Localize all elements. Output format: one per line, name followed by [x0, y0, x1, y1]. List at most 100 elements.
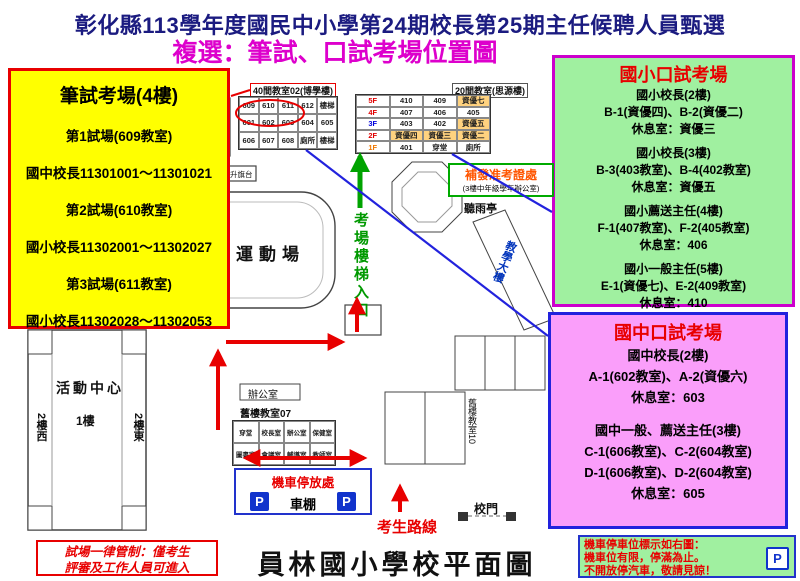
map-title: 員林國小學校平面圖 [257, 550, 537, 580]
elementary-oral-line: 休息室：資優三 [631, 122, 716, 136]
elementary-oral-line: B-3(403教室)、B-4(402教室) [596, 163, 751, 177]
grid-cell: 602 [258, 114, 279, 132]
junior-oral-line: 休息室：603 [631, 390, 705, 405]
grid-cell: 廁所 [297, 131, 318, 149]
grid-cell: 610 [258, 97, 279, 115]
junior-oral-line: 休息室：605 [631, 486, 705, 501]
junior-oral-line: 國中校長(2樓) [627, 348, 709, 363]
grid-cell: 輔導室 [284, 443, 310, 465]
activity-center-2f-west-label: 2樓西 [35, 413, 47, 442]
parking-rules-line: 機車停車位標示如右圖： [584, 539, 705, 551]
grid-cell: 5F [356, 95, 390, 107]
junior-oral-line: A-1(602教室)、A-2(資優六) [588, 369, 748, 384]
activity-center-label: 活動中心 [56, 380, 124, 396]
pavilion-label: 聽雨亭 [464, 203, 497, 215]
grid-cell: 穿堂 [423, 141, 457, 153]
page-title: 彰化縣113學年度國民中小學第24期校長第25期主任候聘人員甄選 [74, 13, 726, 38]
grid-cell: 410 [389, 95, 423, 107]
grid-cell: 資優四 [389, 129, 423, 142]
parking-icon: P [766, 547, 789, 570]
access-control-line: 試場一律管制：僅考生 [64, 545, 190, 559]
elementary-oral-line: 國小一般主任(5樓) [624, 262, 723, 276]
elementary-oral-line: 休息室：資優五 [631, 180, 716, 194]
grid-cell: 資優七 [456, 95, 490, 107]
grid-cell: 611 [278, 97, 298, 115]
reissue-title: 補發准考證處 [464, 168, 537, 182]
elementary-oral-line: F-1(407教室)、F-2(405教室) [597, 221, 750, 235]
grid-cell: 3F [356, 118, 390, 130]
junior-oral-line: C-1(606教室)、C-2(604教室) [584, 444, 752, 459]
activity-center-2f-east-label: 2樓東 [132, 413, 144, 442]
written-exam-box: 筆試考場(4樓) 第1試場(609教室) 國中校長11301001～113010… [8, 68, 230, 329]
grid-cell: 穿堂 [233, 421, 259, 443]
grid-cell: 601 [239, 114, 259, 132]
written-exam-title: 筆試考場(4樓) [59, 86, 179, 107]
grid-cell: 校長室 [258, 421, 284, 443]
grid-cell: 教師室 [309, 443, 335, 465]
grid-cell: 605 [317, 114, 337, 132]
grid-row: 穿堂校長室辦公室保健室 [233, 421, 335, 443]
motorcycle-parking-title: 機車停放處 [271, 476, 335, 490]
parking-icon: P [250, 492, 269, 511]
page-subtitle: 複選：筆試、口試考場位置圖 [172, 39, 498, 67]
grid-cell: 資優三 [423, 129, 457, 142]
access-control-note: 試場一律管制：僅考生 評審及工作人員可進入 [36, 540, 218, 576]
office-label: 辦公室 [248, 390, 278, 401]
stair-entrance-label: 考場樓梯入口 [352, 212, 369, 320]
written-exam-line: 國小校長11302001～11302027 [25, 240, 213, 255]
flag-stand-label: 升旗台 [230, 170, 253, 179]
elementary-oral-box: 國小口試考場 國小校長(2樓) B-1(資優四)、B-2(資優二) 休息室：資優… [552, 55, 795, 310]
candidate-route-label: 考生路線 [377, 519, 438, 536]
grid-cell: 廁所 [456, 141, 490, 153]
grid-cell: 2F [356, 129, 390, 142]
written-exam-line: 第1試場(609教室) [65, 129, 173, 144]
grid-cell: 401 [389, 141, 423, 153]
old-building-07-label: 舊樓教室07 [240, 409, 292, 420]
reissue-admission-box: 補發准考證處 (3樓中年級學年辦公室) [448, 163, 554, 197]
grid-cell: 604 [297, 114, 318, 132]
elementary-oral-line: 國小校長(3樓) [636, 146, 711, 160]
grid-cell: 407 [389, 106, 423, 119]
grid-cell: 609 [239, 97, 259, 115]
grid-cell: 606 [239, 131, 259, 149]
school-gate-shape [458, 512, 516, 521]
parking-rules-line: 不開放停汽車，敬請見諒！ [584, 565, 716, 577]
elementary-oral-line: E-1(資優七)、E-2(409教室) [600, 279, 747, 293]
grid-cell: 會議室 [258, 443, 284, 465]
grid-cell: 406 [423, 106, 457, 119]
motorcycle-parking-box: 機車停放處 P 車棚 P [234, 468, 372, 515]
school-gate-label: 校門 [474, 502, 499, 516]
written-exam-line: 國中校長11301001～11301021 [25, 166, 213, 181]
grid-cell: 603 [278, 114, 298, 132]
junior-oral-title: 國中口試考場 [614, 323, 722, 343]
written-exam-line: 國小校長11302028～11302053 [25, 314, 213, 329]
grid-cell: 1F [356, 141, 390, 153]
grid-cell: 608 [278, 131, 298, 149]
grid-cell: 402 [423, 118, 457, 130]
parking-icon: P [337, 492, 356, 511]
junior-oral-box: 國中口試考場 國中校長(2樓) A-1(602教室)、A-2(資優六) 休息室：… [548, 312, 788, 529]
elementary-oral-line: 國小校長(2樓) [636, 88, 711, 102]
grid-cell: 資優二 [456, 129, 490, 142]
grid-cell: 資優五 [456, 118, 490, 130]
written-exam-line: 第3試場(611教室) [66, 277, 172, 292]
elementary-oral-line: 休息室：410 [639, 296, 708, 310]
junior-oral-line: D-1(606教室)、D-2(604教室) [584, 465, 752, 480]
grid-cell: 樓梯 [317, 97, 337, 115]
grid-cell: 409 [423, 95, 457, 107]
grid-cell: 辦公室 [284, 421, 310, 443]
shed-label: 車棚 [289, 497, 316, 512]
junior-oral-line: 國中一般、薦送主任(3樓) [595, 423, 741, 438]
teaching-building-diagonal [472, 209, 557, 331]
